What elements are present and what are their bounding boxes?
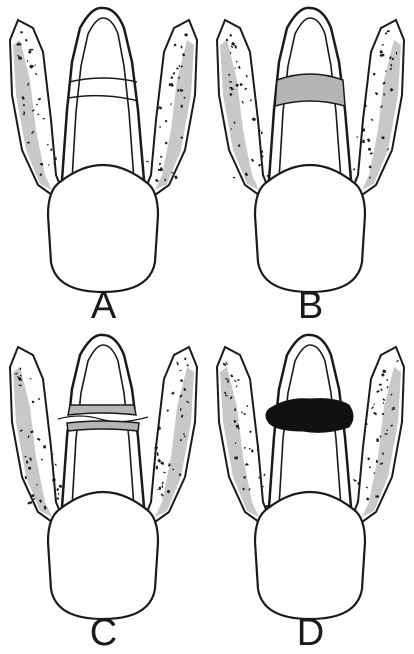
bone-speck [57, 497, 60, 500]
bone-speck [379, 384, 382, 386]
bone-speck [362, 140, 364, 143]
bone-speck [353, 168, 355, 171]
bone-speck [358, 482, 360, 485]
bone-speck [387, 30, 390, 32]
bone-speck [58, 493, 60, 495]
bone-speck [40, 163, 42, 165]
bone-speck [26, 461, 28, 464]
bone-speck [59, 485, 63, 488]
bone-speck [230, 52, 232, 54]
bone-speck [376, 460, 378, 463]
bone-speck [243, 476, 245, 478]
bone-speck [393, 407, 395, 410]
bone-speck [261, 132, 263, 135]
tooth-diagram [207, 0, 414, 310]
tooth-crown [255, 165, 365, 292]
bone-speck [233, 177, 235, 178]
bone-speck [260, 150, 263, 153]
tooth-diagram [0, 327, 207, 637]
bone-speck [52, 478, 56, 481]
filling-material [266, 399, 353, 433]
bone-speck [23, 104, 25, 106]
coronal-segment-seal [68, 405, 136, 415]
bone-speck [176, 68, 178, 70]
apical-segment-seal [67, 421, 139, 431]
tooth-crown [48, 165, 158, 292]
bone-speck [368, 148, 371, 151]
bone-speck [56, 488, 59, 491]
bone-speck [156, 466, 158, 470]
panel-a: A [0, 0, 207, 326]
bone-speck [385, 433, 388, 435]
bone-speck [157, 489, 158, 490]
healed-tissue-band [275, 74, 345, 106]
bone-speck [251, 450, 253, 453]
bone-speck [174, 175, 178, 179]
bone-speck [225, 395, 228, 396]
panel-label: A [0, 287, 207, 325]
bone-speck [20, 31, 23, 33]
bone-speck [180, 408, 181, 411]
bone-speck [240, 83, 243, 86]
bone-speck [356, 136, 358, 138]
bone-speck [234, 122, 236, 124]
bone-speck [387, 379, 389, 381]
bone-speck [225, 378, 227, 380]
panel-c: C [0, 327, 207, 653]
bone-speck [229, 81, 232, 83]
bone-speck [54, 157, 56, 160]
bone-speck [381, 54, 384, 56]
bone-speck [234, 409, 236, 411]
panel-label: D [207, 614, 414, 652]
bone-speck [263, 474, 265, 477]
tooth-crown [48, 492, 158, 619]
bone-speck [146, 161, 149, 162]
bone-speck [31, 494, 34, 497]
bone-speck [261, 155, 264, 157]
bone-speck [183, 433, 185, 434]
bone-speck [375, 495, 379, 497]
panel-label: B [207, 287, 414, 325]
bone-speck [34, 65, 36, 66]
bone-speck [234, 457, 237, 460]
bone-speck [19, 43, 21, 45]
bone-speck [18, 56, 22, 59]
bone-speck [165, 120, 167, 122]
bone-speck [369, 177, 371, 179]
bone-speck [162, 485, 164, 487]
bone-speck [43, 118, 45, 119]
bone-speck [29, 501, 32, 503]
bone-speck [376, 439, 379, 442]
panel-b: B [207, 0, 414, 326]
bone-speck [43, 445, 46, 448]
bone-speck [20, 368, 21, 370]
bone-speck [263, 486, 264, 487]
bone-speck [382, 453, 383, 455]
tooth-crown [255, 492, 365, 619]
bone-speck [33, 498, 35, 499]
bone-speck [237, 379, 239, 380]
bone-speck [181, 46, 183, 48]
bone-speck [243, 413, 245, 415]
tooth-diagram [207, 327, 414, 637]
bone-speck [159, 487, 161, 490]
bone-speck [167, 410, 169, 412]
tooth-diagram [0, 0, 207, 310]
bone-speck [27, 60, 28, 62]
bone-speck [230, 34, 232, 36]
bone-speck [30, 49, 33, 51]
bone-speck [385, 71, 387, 72]
panel-label: C [0, 614, 207, 652]
bone-speck [181, 105, 183, 108]
bone-speck [177, 89, 179, 92]
panel-d: D [207, 327, 414, 653]
bone-speck [54, 464, 56, 466]
bone-speck [25, 39, 27, 41]
